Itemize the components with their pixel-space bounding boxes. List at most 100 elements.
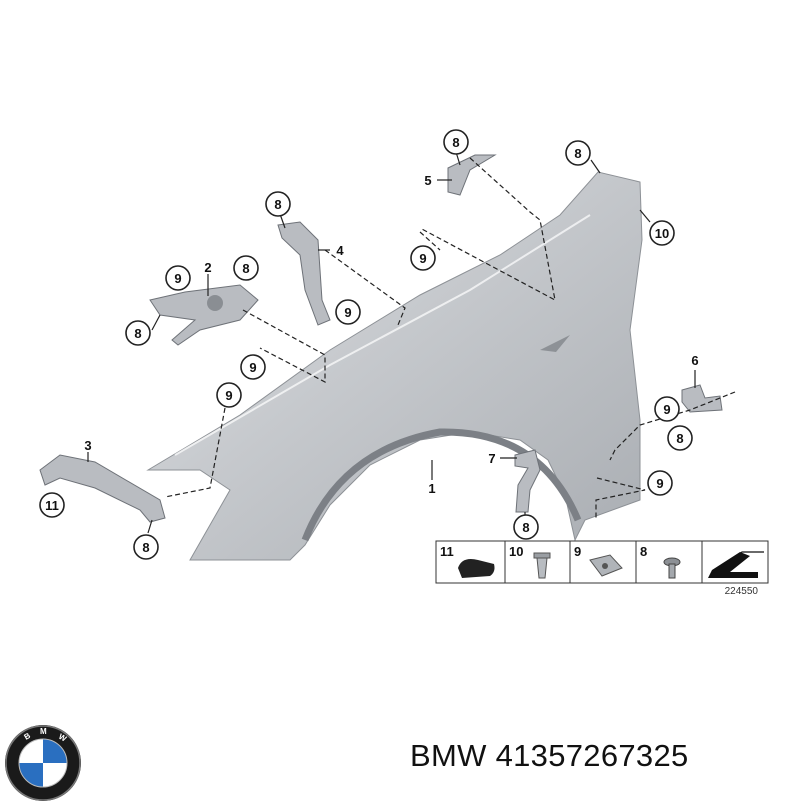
callout-c7: 7 [488,451,495,466]
callout-c4: 4 [336,243,344,258]
callout-number: 9 [249,360,256,375]
callout-c8-right: 8 [667,425,693,451]
callout-number: 9 [656,476,663,491]
callout-circle [216,382,242,408]
bracket-4 [277,221,331,326]
bracket-3 [39,454,166,523]
leader-8-fender-top [590,159,601,174]
callout-number: 5 [424,173,431,188]
dashed-line-7 [419,231,441,251]
callout-number: 8 [134,326,141,341]
callout-circle [654,396,680,422]
callout-circle [647,470,673,496]
callout-c1: 1 [428,481,435,496]
callout-c2: 2 [204,260,211,275]
wheel-arch-liner [301,428,582,542]
callout-number: 1 [428,481,435,496]
callout-c8-bottom: 8 [133,534,159,560]
callout-c9-lower-right: 9 [647,470,673,496]
callout-c9-a: 9 [335,299,361,325]
bracket-2 [149,284,259,346]
callout-circle [335,299,361,325]
callout-number: 9 [344,305,351,320]
callout-c8-top: 8 [443,129,469,155]
callout-number: 8 [676,431,683,446]
callout-number: 3 [84,438,91,453]
fastener-legend: 11 10 9 8 [435,540,769,584]
callout-number: 8 [274,197,281,212]
fender-panel [146,171,643,561]
callout-number: 7 [488,451,495,466]
part-caption: BMW 41357267325 [410,738,689,773]
bracket-6 [681,384,723,413]
leader-10 [639,209,651,223]
callout-number: 9 [419,251,426,266]
callout-circle [410,245,436,271]
callout-number: 9 [174,271,181,286]
callout-circle [265,191,291,217]
dashed-line-3 [242,309,326,383]
callout-circle [133,534,159,560]
leader-8-bottom [147,519,153,534]
callout-c11: 11 [39,492,65,518]
callout-number: 9 [225,388,232,403]
svg-text:W: W [57,732,68,744]
callout-c8-bracket2: 8 [233,255,259,281]
legend-label-11: 11 [440,544,454,559]
callout-circle [39,492,65,518]
legend-label-8: 8 [640,544,647,559]
callout-number: 9 [663,402,670,417]
svg-text:B: B [23,731,33,742]
screw-8-shape [663,557,681,579]
callout-number: 8 [522,520,529,535]
callout-c5: 5 [424,173,431,188]
callout-c8-bracket7: 8 [513,514,539,540]
callout-number: 11 [45,498,59,513]
callout-circle [513,514,539,540]
callout-c8-fender-top: 8 [565,140,591,166]
leader-8-left [151,314,161,331]
callout-c9-right: 9 [654,396,680,422]
callout-circle [165,265,191,291]
bracket-7 [514,449,541,513]
dashed-line-2 [324,249,406,326]
fender-crease [174,214,591,456]
svg-text:M: M [40,727,47,736]
direction-arrow-shape [708,551,764,578]
legend-label-9: 9 [574,544,581,559]
callout-number: 8 [142,540,149,555]
callout-circle [443,129,469,155]
diagram-reference-number: 224550 [725,586,759,597]
callout-c8-bracket4: 8 [265,191,291,217]
callout-c9-top: 9 [410,245,436,271]
fender-vent [540,335,570,352]
callout-c10: 10 [649,220,675,246]
callout-circle [125,320,151,346]
expansion-nut-10-shape [533,552,551,579]
callout-c8-left: 8 [125,320,151,346]
callout-number: 10 [655,226,669,241]
dashed-line-5 [609,391,736,461]
callout-number: 6 [691,353,698,368]
callout-circle [233,255,259,281]
callout-c9-c: 9 [216,382,242,408]
callout-number: 8 [574,146,581,161]
dashed-line-1 [419,157,556,302]
callout-c9-b: 9 [240,354,266,380]
callout-number: 8 [242,261,249,276]
dashed-line-6 [595,477,646,520]
callout-number: 4 [336,243,344,258]
callout-c6: 6 [691,353,698,368]
dashed-line-4 [164,407,226,498]
callout-c9-mid: 9 [165,265,191,291]
bmw-logo: B M W [5,725,81,801]
callout-circle [667,425,693,451]
clip-11-shape [458,559,495,578]
spring-nut-9-shape [589,554,623,577]
callout-circle [240,354,266,380]
callout-number: 8 [452,135,459,150]
callout-circle [565,140,591,166]
legend-label-10: 10 [509,544,523,559]
